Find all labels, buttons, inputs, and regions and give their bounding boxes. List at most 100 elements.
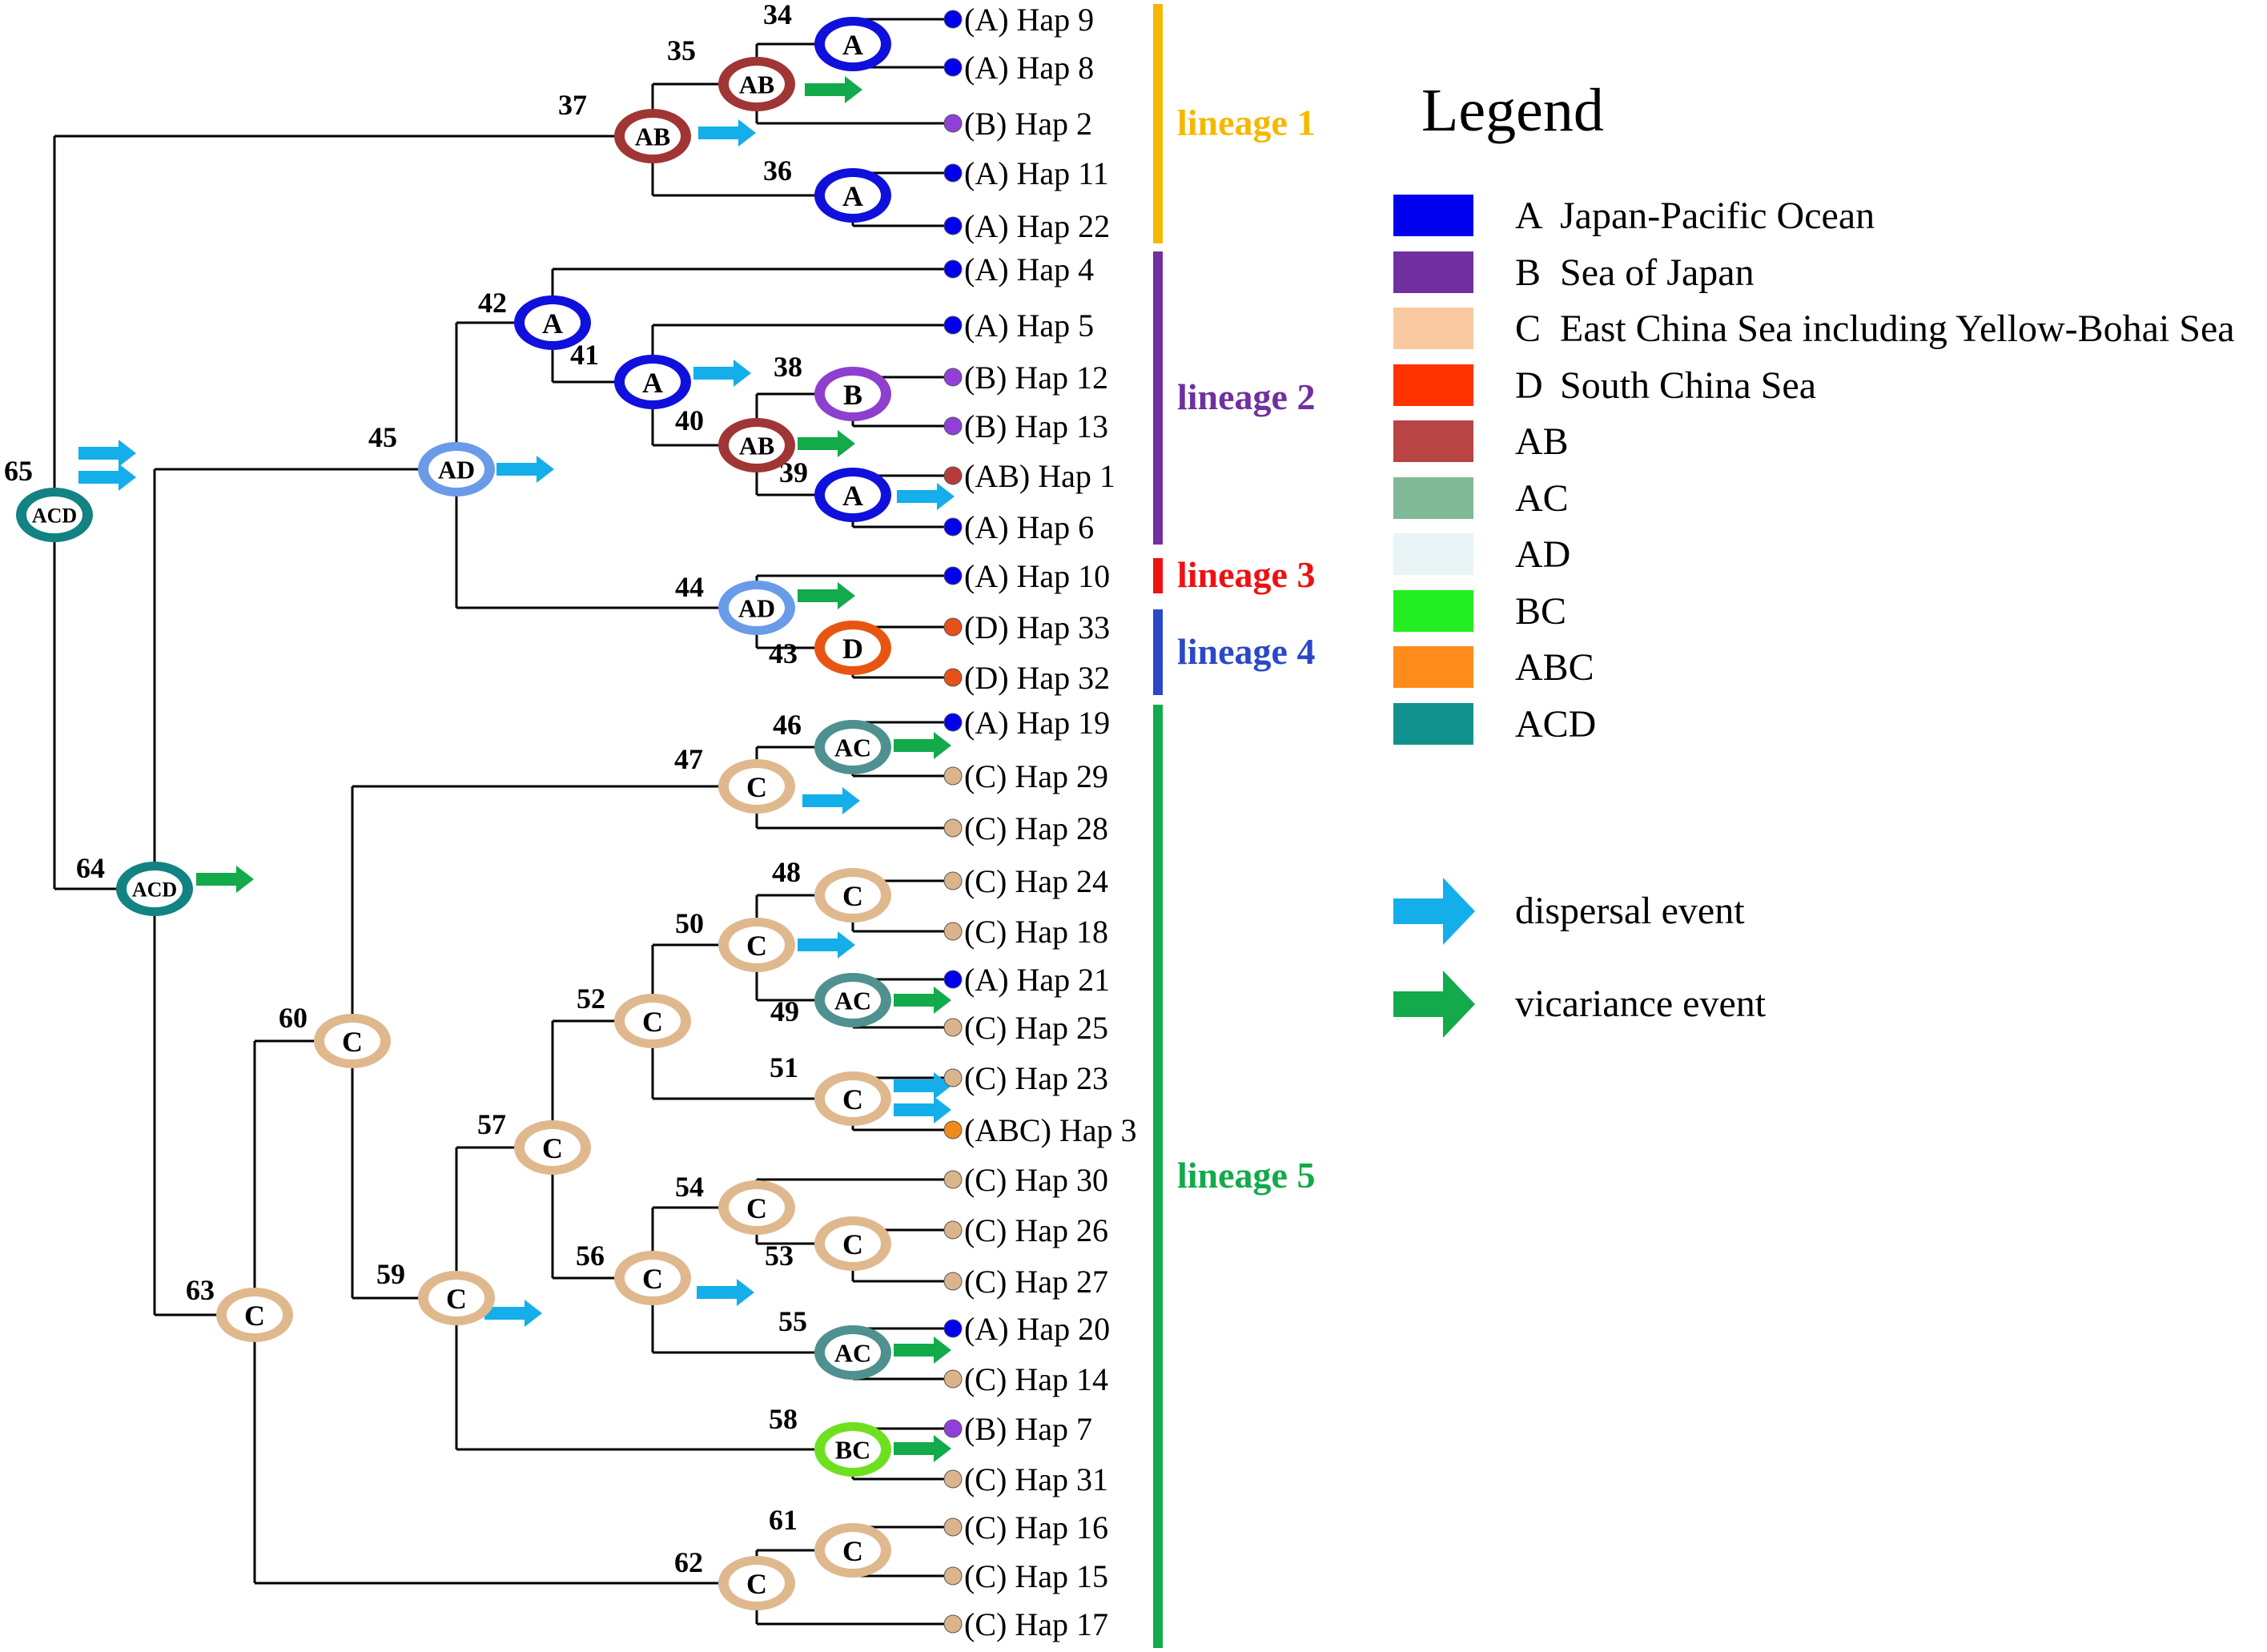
node-number: 48 bbox=[772, 856, 801, 888]
legend-code: AD bbox=[1515, 533, 1571, 576]
dispersal-arrow bbox=[897, 483, 955, 510]
tip-dot bbox=[943, 1220, 963, 1240]
area-node-inner bbox=[525, 1129, 581, 1166]
area-node-label: BC bbox=[835, 1436, 870, 1465]
area-node-inner bbox=[625, 1260, 681, 1296]
area-node-label: ACD bbox=[132, 878, 177, 901]
tip-label: (C) Hap 16 bbox=[964, 1509, 1108, 1545]
area-node-inner bbox=[729, 1565, 785, 1602]
lineage-label: lineage 3 bbox=[1177, 554, 1315, 595]
tip-label: (C) Hap 14 bbox=[964, 1361, 1108, 1397]
tip-dot bbox=[943, 368, 963, 387]
area-node-inner bbox=[729, 66, 785, 102]
area-node-label: C bbox=[342, 1026, 363, 1058]
area-node-label: A bbox=[842, 29, 863, 61]
legend-code: BC bbox=[1515, 589, 1567, 633]
area-node-label: AC bbox=[834, 987, 871, 1015]
legend-code: AC bbox=[1515, 476, 1569, 520]
legend-swatch bbox=[1393, 420, 1473, 462]
tip-label: (C) Hap 29 bbox=[964, 758, 1108, 794]
node-number: 58 bbox=[769, 1403, 798, 1435]
tip-dot bbox=[943, 1068, 963, 1087]
tip-dot bbox=[943, 970, 963, 989]
tip-label: (A) Hap 11 bbox=[964, 155, 1109, 191]
area-node-label: C bbox=[746, 1192, 767, 1224]
tip-label: (D) Hap 33 bbox=[964, 609, 1110, 645]
tip-dot bbox=[943, 163, 963, 183]
tip-label: (D) Hap 32 bbox=[964, 660, 1110, 696]
area-node-inner bbox=[324, 1023, 380, 1059]
legend-name: East China Sea including Yellow-Bohai Se… bbox=[1560, 307, 2235, 350]
node-number: 51 bbox=[770, 1051, 798, 1083]
tip-dot bbox=[943, 517, 963, 537]
area-node-inner bbox=[825, 1080, 881, 1117]
area-node-inner bbox=[625, 364, 681, 400]
node-number: 40 bbox=[675, 404, 704, 436]
tip-label: (A) Hap 10 bbox=[964, 558, 1110, 594]
tip-dot bbox=[943, 114, 963, 133]
area-node-label: AD bbox=[738, 594, 775, 623]
vicariance-arrow bbox=[805, 76, 862, 103]
node-number: 62 bbox=[674, 1546, 703, 1578]
tip-label: (A) Hap 5 bbox=[964, 307, 1094, 344]
area-node-inner bbox=[825, 982, 881, 1019]
phylogenetic-tree: (A) Hap 9(A) Hap 8(B) Hap 2(A) Hap 11(A)… bbox=[4, 0, 1315, 1648]
tip-dot bbox=[943, 818, 963, 838]
legend-swatch bbox=[1393, 533, 1473, 575]
area-node-inner bbox=[729, 589, 785, 626]
tip-dot bbox=[943, 1469, 963, 1489]
tip-label: (A) Hap 19 bbox=[964, 705, 1110, 741]
lineage-bar bbox=[1153, 558, 1163, 593]
tip-label: (AB) Hap 1 bbox=[964, 458, 1115, 494]
area-node-inner bbox=[729, 1189, 785, 1226]
area-node-inner bbox=[729, 926, 785, 963]
node-number: 54 bbox=[675, 1171, 704, 1203]
legend-swatch bbox=[1393, 702, 1473, 745]
vicariance-arrow bbox=[894, 987, 951, 1014]
node-number: 45 bbox=[368, 421, 397, 453]
area-node-label: C bbox=[842, 1535, 863, 1567]
legend-name: South China Sea bbox=[1560, 364, 1816, 407]
node-number: 47 bbox=[674, 743, 703, 775]
area-node-label: A bbox=[542, 307, 563, 340]
area-node-inner bbox=[729, 768, 785, 805]
legend-code: ACD bbox=[1515, 702, 1597, 746]
tip-label: (C) Hap 24 bbox=[964, 863, 1108, 899]
area-node-label: C bbox=[542, 1132, 563, 1164]
tip-label: (B) Hap 12 bbox=[964, 360, 1108, 396]
node-number: 37 bbox=[558, 89, 587, 121]
vicariance-arrow bbox=[798, 430, 855, 457]
dispersal-arrow bbox=[894, 1072, 951, 1099]
area-node-label: AB bbox=[739, 432, 774, 460]
area-node-inner bbox=[825, 376, 881, 412]
area-node-label: B bbox=[843, 379, 862, 411]
tip-label: (C) Hap 25 bbox=[964, 1010, 1108, 1046]
tip-label: (C) Hap 18 bbox=[964, 914, 1108, 950]
tip-dot bbox=[943, 617, 963, 637]
area-node-inner bbox=[227, 1296, 283, 1333]
area-node-label: C bbox=[842, 1083, 863, 1115]
area-node-inner bbox=[825, 629, 881, 666]
tip-dot bbox=[943, 1614, 963, 1634]
legend-swatch bbox=[1393, 589, 1473, 632]
tip-dot bbox=[943, 1319, 963, 1338]
legend-swatch bbox=[1393, 364, 1473, 406]
vicariance-arrow bbox=[894, 732, 951, 759]
tip-dot bbox=[943, 1566, 963, 1586]
tip-dot bbox=[943, 1272, 963, 1291]
lineage-label: lineage 1 bbox=[1177, 102, 1315, 143]
tip-dot bbox=[943, 1517, 963, 1537]
legend-code: B bbox=[1515, 251, 1541, 294]
lineage-bar bbox=[1153, 251, 1163, 545]
tip-label: (A) Hap 22 bbox=[964, 208, 1110, 244]
lineage-label: lineage 2 bbox=[1177, 376, 1315, 417]
tip-label: (A) Hap 21 bbox=[964, 962, 1110, 998]
tip-label: (B) Hap 7 bbox=[964, 1411, 1092, 1447]
dispersal-arrow bbox=[894, 1096, 951, 1123]
tip-dot bbox=[943, 10, 963, 29]
tip-label: (C) Hap 28 bbox=[964, 810, 1108, 846]
tip-dot bbox=[943, 466, 963, 485]
tip-dot bbox=[943, 58, 963, 77]
node-number: 63 bbox=[186, 1274, 215, 1306]
